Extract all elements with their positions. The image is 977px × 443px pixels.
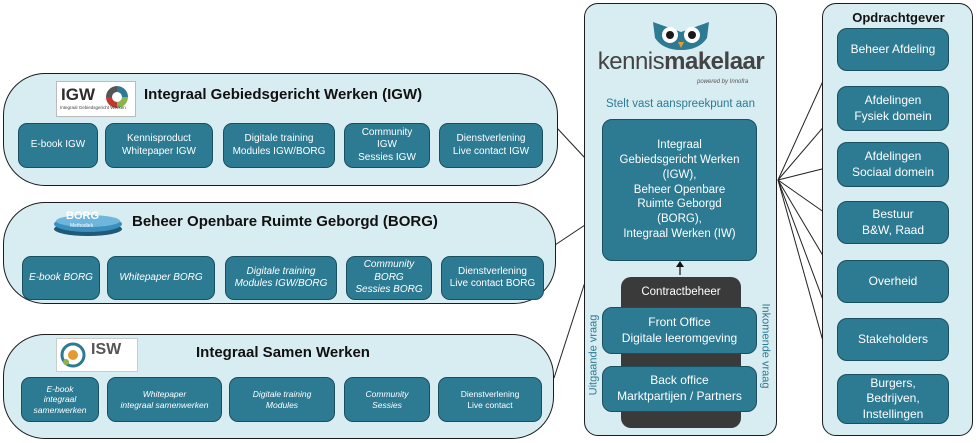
outgoing-label: Uitgaande vraag [587, 314, 600, 396]
isw-logo-emblem-icon [60, 342, 86, 368]
igw-whitepaper-tile[interactable]: Kennisproduct Whitepaper IGW [105, 123, 213, 168]
borg-service-tile[interactable]: Dienstverlening Live contact BORG [441, 256, 544, 300]
connector-isw-to-center [553, 281, 586, 379]
igw-community-tile[interactable]: Community IGW Sessies IGW [344, 123, 430, 168]
igw-ebook-tile[interactable]: E-book IGW [18, 123, 98, 168]
isw-logo-text: ISW [91, 341, 122, 358]
igw-logo-subtext: Integraal Gebiedsgericht Werken [60, 105, 126, 110]
isw-whitepaper-tile[interactable]: Whitepaper integraal samenwerken [107, 377, 222, 422]
client-stakeholders[interactable]: Stakeholders [837, 318, 949, 361]
borg-logo-text: BORG [66, 210, 99, 222]
contract-label: Contractbeheer [641, 286, 721, 298]
borg-logo-disc-icon [54, 215, 122, 236]
client-fysiek-domein[interactable]: Afdelingen Fysiek domein [837, 86, 949, 131]
client-overheid[interactable]: Overheid [837, 260, 949, 303]
isw-training-tile[interactable]: Digitale training Modules [229, 377, 335, 422]
connector-igw-to-center [556, 127, 586, 159]
isw-community-tile[interactable]: Community Sessies [344, 377, 430, 422]
incoming-label: Inkomende vraag [759, 303, 772, 389]
client-bestuur[interactable]: Bestuur B&W, Raad [837, 201, 949, 244]
client-beheer-afdeling[interactable]: Beheer Afdeling [837, 28, 949, 71]
igw-logo-emblem-icon [106, 86, 128, 108]
brand-tagline: powered by Innofra [697, 79, 749, 85]
borg-training-tile[interactable]: Digitale training Modules IGW/BORG [225, 256, 337, 300]
igw-panel: IGW Integraal Gebiedsgericht Werken Inte… [3, 73, 558, 186]
center-caption: Stelt vast aanspreekpunt aan [606, 98, 755, 110]
borg-community-tile[interactable]: Community BORG Sessies BORG [346, 256, 432, 300]
client-burgers[interactable]: Burgers, Bedrijven, Instellingen [837, 374, 949, 424]
brand-name-light: kennis [597, 48, 665, 75]
client-panel-title: Opdrachtgever [852, 10, 945, 25]
borg-whitepaper-tile[interactable]: Whitepaper BORG [107, 256, 215, 300]
center-panel: kennismakelaar powered by Innofra Stelt … [584, 3, 777, 436]
center-main-box[interactable]: Integraal Gebiedsgericht Werken (IGW), B… [602, 119, 757, 261]
borg-panel: BORG Methodiek Beheer Openbare Ruimte Ge… [3, 202, 556, 304]
owl-logo-icon [653, 22, 709, 50]
igw-service-tile[interactable]: Dienstverlening Live contact IGW [439, 123, 543, 168]
isw-panel: ISW Integraal Samen Werken E-book integr… [3, 334, 554, 439]
back-office-box[interactable]: Back office Marktpartijen / Partners [602, 366, 757, 412]
connector-borg-to-center [554, 224, 586, 246]
igw-logo-text: IGW [61, 85, 95, 104]
borg-logo: BORG Methodiek [52, 209, 124, 237]
arrow-up-icon [676, 261, 684, 275]
front-office-box[interactable]: Front Office Digitale leeromgeving [602, 307, 757, 354]
borg-ebook-tile[interactable]: E-book BORG [22, 256, 100, 300]
igw-panel-title: Integraal Gebiedsgericht Werken (IGW) [144, 86, 423, 103]
isw-service-tile[interactable]: Dienstverlening Live contact [438, 377, 542, 422]
client-sociaal-domein[interactable]: Afdelingen Sociaal domein [837, 142, 949, 187]
isw-logo: ISW [56, 338, 138, 372]
igw-training-tile[interactable]: Digitale training Modules IGW/BORG [223, 123, 335, 168]
isw-panel-title: Integraal Samen Werken [196, 344, 370, 361]
borg-panel-title: Beheer Openbare Ruimte Geborgd (BORG) [132, 213, 438, 230]
brand-name-bold: makelaar [664, 48, 765, 75]
igw-logo: IGW Integraal Gebiedsgericht Werken [56, 81, 136, 117]
brand-wordmark: kennismakelaar [593, 48, 769, 76]
isw-ebook-tile[interactable]: E-book integraal samenwerken [21, 377, 99, 422]
borg-logo-subtext: Methodiek [70, 223, 94, 229]
